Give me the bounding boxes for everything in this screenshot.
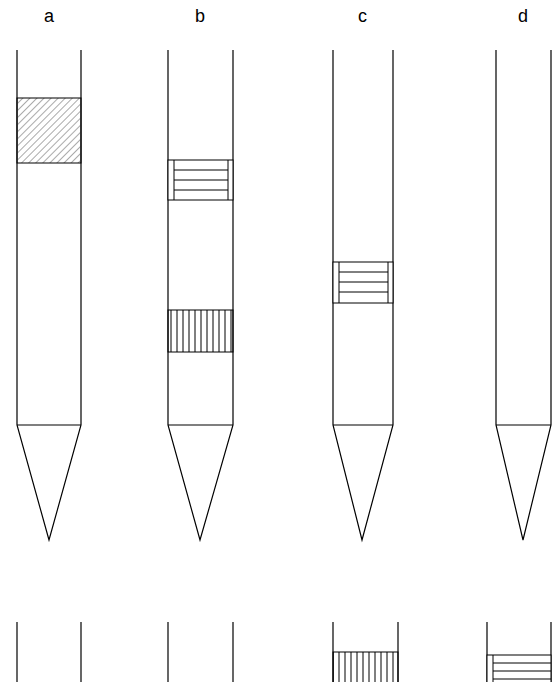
tube-a bbox=[17, 50, 81, 540]
horizontal-band bbox=[487, 655, 551, 682]
horizontal-band bbox=[333, 262, 393, 303]
tube-d bbox=[496, 50, 551, 540]
vertical-band bbox=[333, 652, 398, 682]
tube-label: d bbox=[518, 7, 528, 25]
tube-label: c bbox=[358, 7, 367, 25]
horizontal-band bbox=[168, 160, 233, 200]
tube-label: b bbox=[195, 7, 205, 25]
hatched-band bbox=[17, 98, 81, 163]
tube-label: a bbox=[44, 7, 54, 25]
tube-c bbox=[333, 50, 393, 540]
vertical-band bbox=[168, 310, 233, 352]
tube-b bbox=[168, 50, 233, 540]
